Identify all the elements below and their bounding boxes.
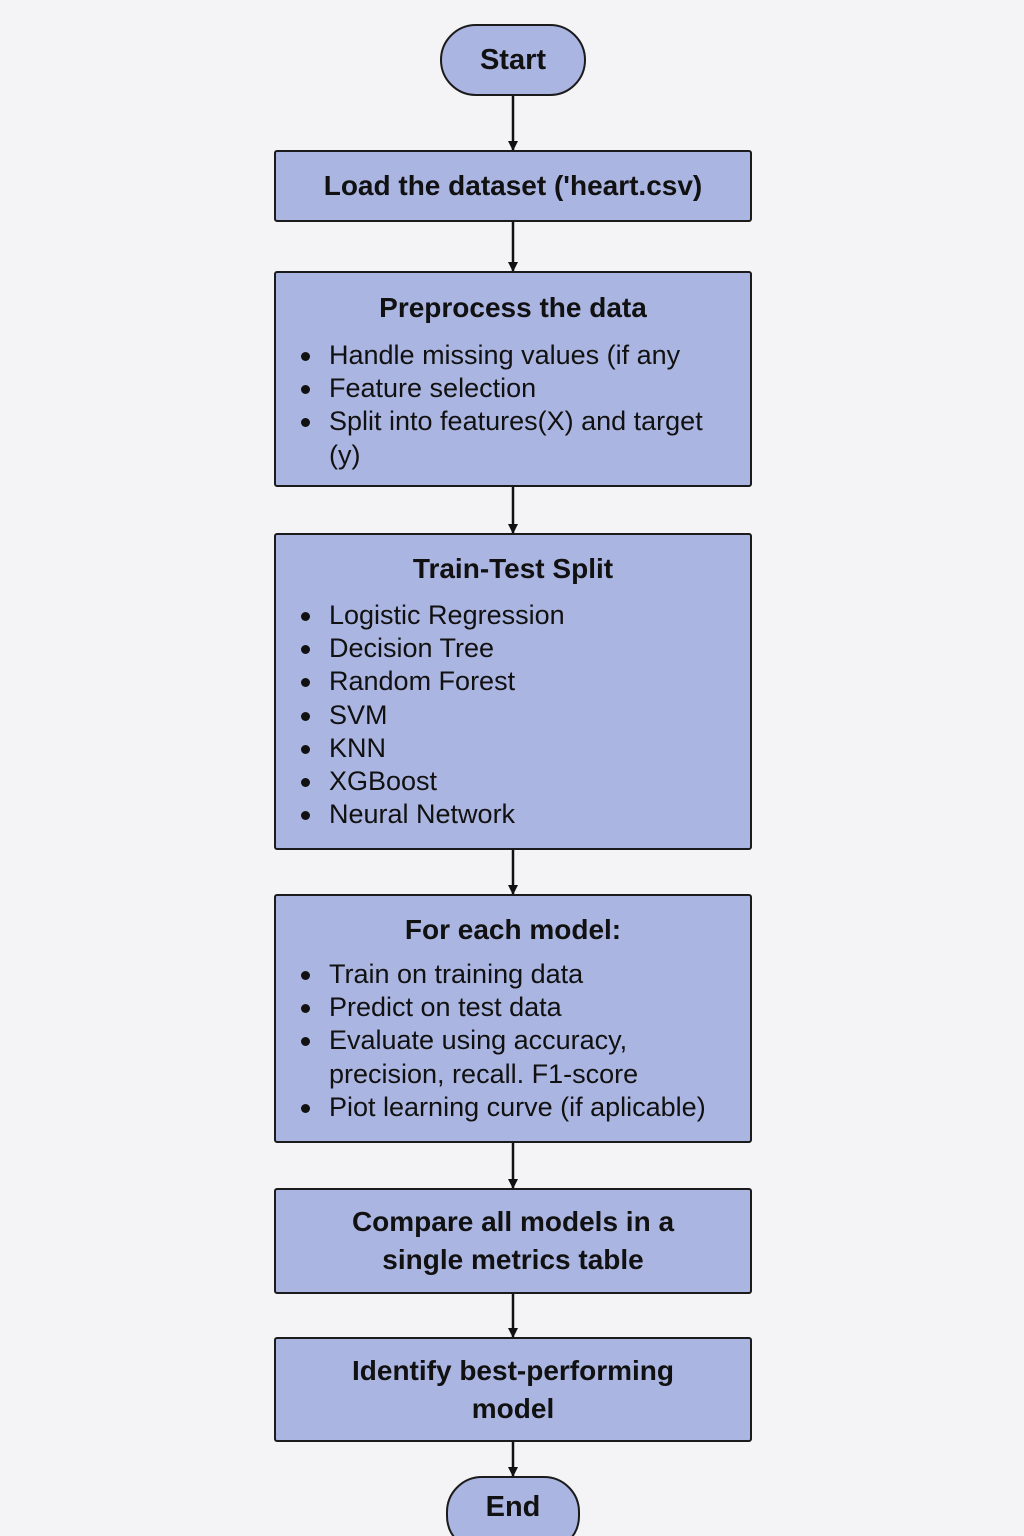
bullet-icon	[301, 678, 310, 688]
bullet-icon	[301, 744, 310, 754]
best-model-label: Identify best-performing model	[351, 1354, 674, 1424]
start-node: Start	[440, 24, 586, 96]
list-item: KNN	[276, 732, 740, 765]
bullet-icon	[301, 645, 310, 655]
list-item: Decision Tree	[276, 632, 740, 665]
list-item: Feature selection	[276, 372, 740, 405]
list-item: Piot learning curve (if aplicable)	[276, 1091, 742, 1124]
list-item: Split into features(X) and target (y)	[276, 405, 740, 471]
start-label: Start	[479, 43, 547, 76]
bullet-icon	[301, 352, 310, 361]
list-item: Neural Network	[276, 798, 740, 831]
bullet-icon	[301, 418, 310, 428]
preprocess-list: Handle missing values (if any Feature se…	[276, 339, 740, 472]
train-test-split-title: Train-Test Split	[412, 553, 614, 584]
list-item: Train on training data	[276, 958, 742, 991]
best-model-node: Identify best-performing model	[274, 1337, 752, 1442]
bullet-icon	[301, 1103, 310, 1113]
bullet-icon	[301, 811, 310, 821]
preprocess-node: Preprocess the data Handle missing value…	[274, 271, 752, 487]
for-each-model-title: For each model:	[404, 914, 622, 945]
list-item: XGBoost	[276, 765, 740, 798]
bullet-icon	[301, 1004, 310, 1014]
load-dataset-label: Load the dataset ('heart.csv)	[323, 170, 703, 201]
end-node: End	[446, 1476, 580, 1536]
list-item: Logistic Regression	[276, 599, 740, 632]
model-list: Logistic Regression Decision Tree Random…	[276, 599, 740, 831]
bullet-icon	[301, 778, 310, 788]
list-item: Handle missing values (if any	[276, 339, 740, 372]
list-item: Evaluate using accuracy, precision, reca…	[276, 1024, 742, 1090]
compare-models-label: Compare all models in a single metrics t…	[351, 1206, 675, 1275]
preprocess-title: Preprocess the data	[379, 292, 647, 323]
bullet-icon	[301, 971, 310, 980]
list-item: Predict on test data	[276, 991, 742, 1024]
list-item: SVM	[276, 699, 740, 732]
bullet-icon	[301, 1037, 310, 1047]
end-label: End	[485, 1490, 541, 1523]
model-steps-list: Train on training data Predict on test d…	[276, 958, 742, 1124]
for-each-model-node: For each model: Train on training data P…	[274, 894, 752, 1143]
load-dataset-node: Load the dataset ('heart.csv)	[274, 150, 752, 222]
compare-models-node: Compare all models in a single metrics t…	[274, 1188, 752, 1294]
list-item: Random Forest	[276, 665, 740, 698]
bullet-icon	[301, 711, 310, 721]
bullet-icon	[301, 385, 310, 395]
train-test-split-node: Train-Test Split Logistic Regression Dec…	[274, 533, 752, 850]
bullet-icon	[301, 612, 310, 621]
